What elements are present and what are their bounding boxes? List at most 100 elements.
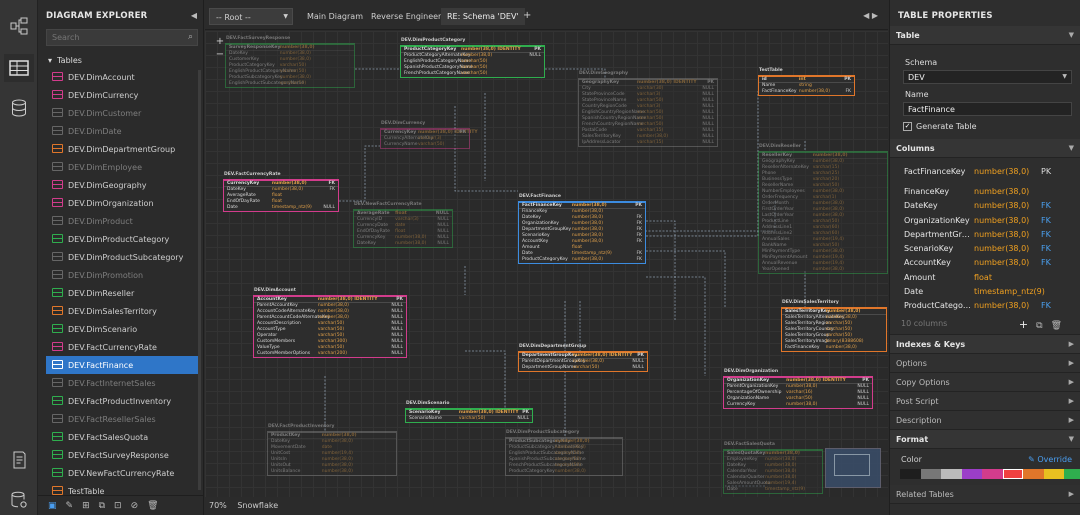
minimap[interactable] bbox=[825, 448, 881, 488]
tree-item-table[interactable]: DEV.FactInternetSales bbox=[46, 374, 200, 392]
color-swatch[interactable] bbox=[941, 468, 962, 479]
relationship-line[interactable] bbox=[645, 201, 776, 232]
add-column-icon[interactable]: + bbox=[1018, 317, 1037, 331]
relationship-line[interactable] bbox=[545, 68, 606, 78]
table-section-header[interactable]: Table▼ bbox=[890, 26, 1080, 45]
name-field[interactable]: FactFinance bbox=[903, 102, 1072, 116]
edit-icon[interactable]: ✎ bbox=[65, 500, 74, 511]
tree-item-table[interactable]: DEV.DimProductCategory bbox=[46, 230, 200, 248]
description-section-header[interactable]: Description▶ bbox=[890, 410, 1080, 430]
tree-item-table[interactable]: DEV.DimCurrency bbox=[46, 86, 200, 104]
tree-item-table[interactable]: DEV.DimAccount bbox=[46, 68, 200, 86]
color-swatch[interactable] bbox=[982, 468, 1003, 479]
color-swatch[interactable] bbox=[900, 468, 921, 479]
relationship-line[interactable] bbox=[646, 250, 726, 307]
relationship-line[interactable] bbox=[646, 91, 759, 237]
copy-column-icon[interactable]: ⧉ bbox=[1036, 320, 1051, 331]
color-swatch[interactable] bbox=[961, 468, 982, 479]
format-section-header[interactable]: Format▼ bbox=[890, 429, 1080, 449]
tab-nav-arrows[interactable]: ◀ ▶ bbox=[863, 11, 878, 20]
override-button[interactable]: ✎ Override bbox=[1028, 454, 1072, 464]
zoom-controls[interactable]: + − bbox=[213, 35, 227, 61]
hide-icon[interactable]: ⊘ bbox=[130, 500, 139, 511]
database-settings-icon[interactable] bbox=[4, 486, 34, 514]
post-script-section-header[interactable]: Post Script▶ bbox=[890, 391, 1080, 411]
relationship-line[interactable] bbox=[454, 106, 518, 192]
tree-item-table[interactable]: DEV.DimGeography bbox=[46, 176, 200, 194]
add-text-icon[interactable]: ▣ bbox=[48, 500, 57, 511]
